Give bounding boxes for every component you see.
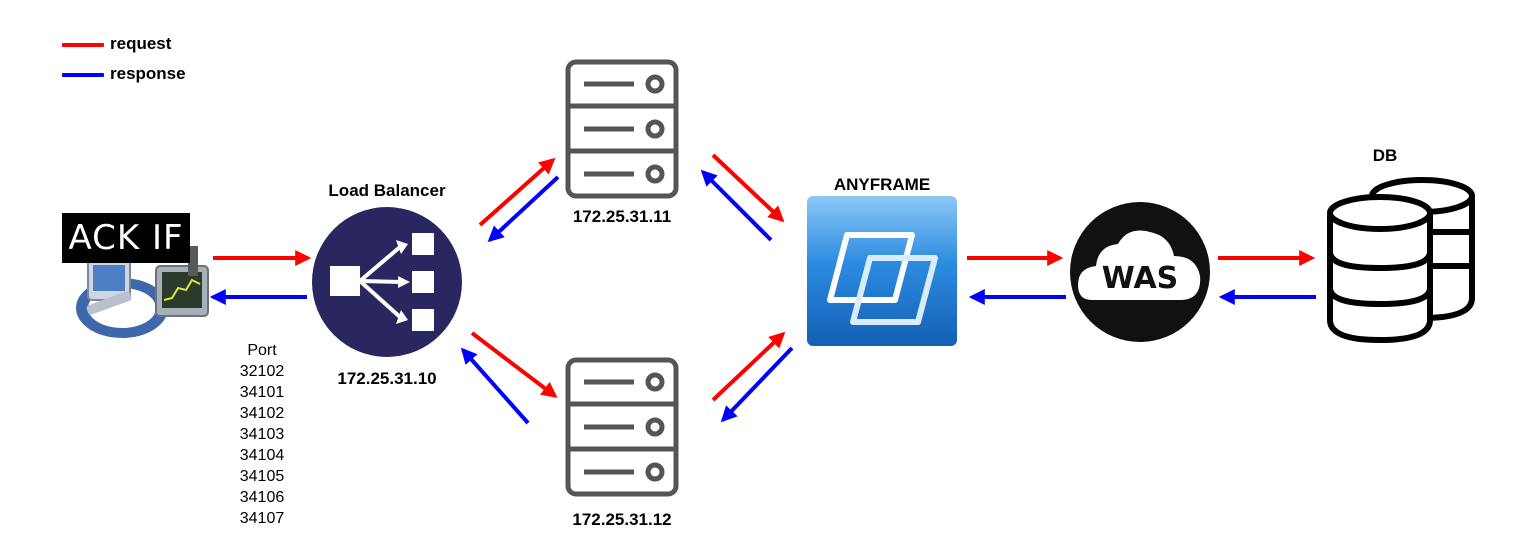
- anyframe-icon: [807, 196, 957, 346]
- request-arrows: [213, 153, 1316, 402]
- server-top-icon: [565, 59, 679, 199]
- response-arrows: [209, 169, 1316, 425]
- server-top-ip: 172.25.31.11: [572, 207, 672, 226]
- port-item: 32102: [239, 363, 285, 380]
- port-item: 34107: [239, 510, 285, 527]
- port-item: 34101: [239, 384, 285, 401]
- port-item: 34105: [239, 468, 285, 485]
- legend-request-label: request: [110, 34, 172, 53]
- server-bottom-icon: [565, 357, 679, 497]
- legend-response-line: [62, 73, 104, 77]
- load-balancer-title: Load Balancer: [328, 181, 446, 200]
- port-title: Port: [247, 342, 277, 359]
- load-balancer-icon: [312, 207, 462, 357]
- db-title: DB: [1372, 146, 1398, 165]
- port-list: Port 32102 34101 34102 34103 34104 34105…: [226, 340, 298, 529]
- was-cloud-icon: [1070, 202, 1210, 342]
- port-item: 34104: [239, 447, 285, 464]
- ack-if-logo: [62, 213, 190, 263]
- port-item: 34106: [239, 489, 285, 506]
- port-item: 34103: [239, 426, 285, 443]
- port-item: 34102: [239, 405, 285, 422]
- client-monitor-icon: [76, 246, 209, 338]
- ack-if-logo-text: ACK IF: [68, 218, 184, 258]
- anyframe-title: ANYFRAME: [833, 175, 931, 194]
- load-balancer-ip: 172.25.31.10: [337, 369, 437, 388]
- was-label: WAS: [1101, 261, 1179, 296]
- legend-response-label: response: [110, 64, 186, 83]
- legend-request-line: [62, 43, 104, 47]
- database-icon: [1327, 177, 1475, 344]
- server-bottom-ip: 172.25.31.12: [572, 510, 672, 529]
